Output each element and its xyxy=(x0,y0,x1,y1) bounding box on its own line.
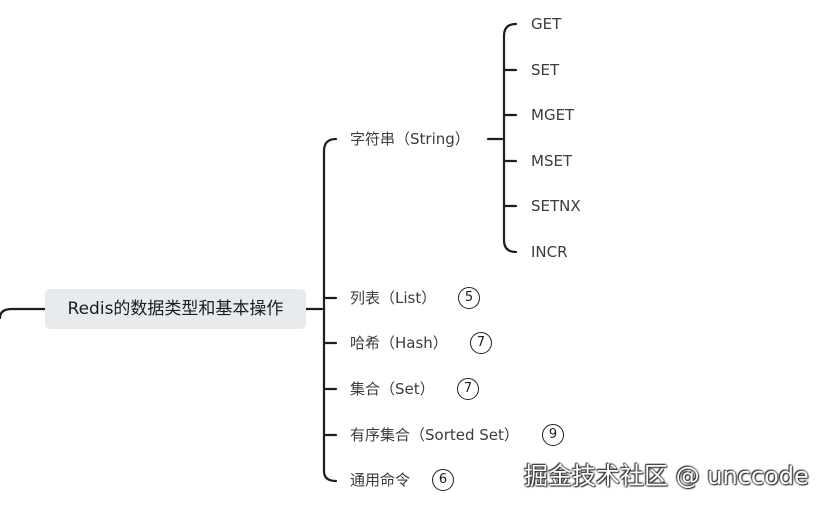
branch-string[interactable]: 字符串（String） xyxy=(350,130,470,148)
branch-sorted-set[interactable]: 有序集合（Sorted Set） xyxy=(350,426,519,444)
branch-spine xyxy=(322,137,338,483)
branch-list[interactable]: 列表（List） xyxy=(350,289,437,307)
command-setnx[interactable]: SETNX xyxy=(531,197,581,215)
root-incoming-connector xyxy=(0,307,47,320)
branch-set-count-badge[interactable]: 7 xyxy=(457,378,479,400)
branch-common-count-badge[interactable]: 6 xyxy=(432,469,454,491)
command-get[interactable]: GET xyxy=(531,15,562,33)
root-node[interactable]: Redis的数据类型和基本操作 xyxy=(45,289,306,329)
branch-common-commands[interactable]: 通用命令 xyxy=(350,471,411,489)
branch-hash-count-badge[interactable]: 7 xyxy=(470,332,492,354)
command-incr[interactable]: INCR xyxy=(531,243,568,261)
command-spine xyxy=(502,22,518,254)
command-mget[interactable]: MGET xyxy=(531,106,575,124)
branch-hash[interactable]: 哈希（Hash） xyxy=(350,334,448,352)
branch-set[interactable]: 集合（Set） xyxy=(350,380,435,398)
watermark: 掘金技术社区 @ unccode xyxy=(524,462,809,490)
branch-list-count-badge[interactable]: 5 xyxy=(458,287,480,309)
command-set[interactable]: SET xyxy=(531,61,560,79)
branch-sorted-set-count-badge[interactable]: 9 xyxy=(542,424,564,446)
command-mset[interactable]: MSET xyxy=(531,152,573,170)
